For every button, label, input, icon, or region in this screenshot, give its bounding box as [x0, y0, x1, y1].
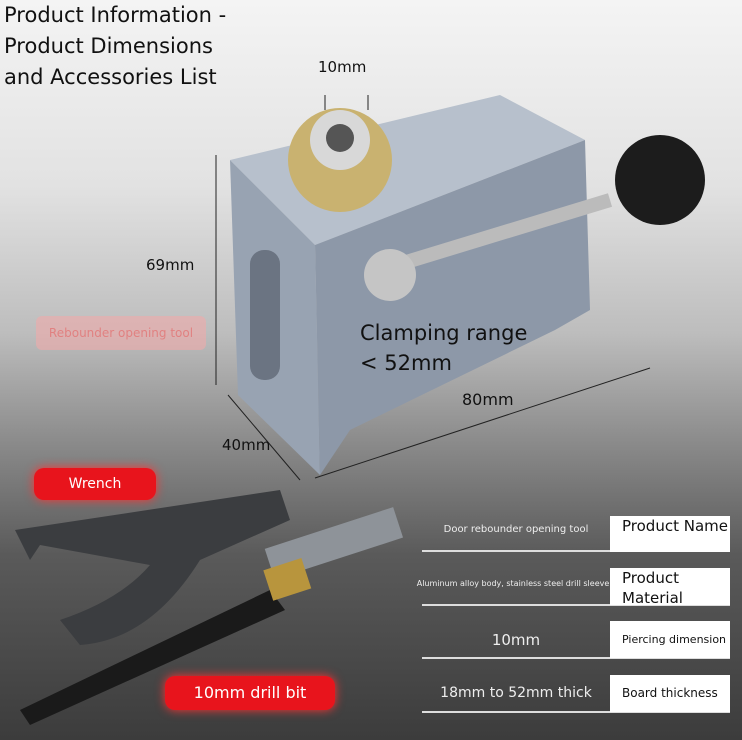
- spec-value: 18mm to 52mm thick: [440, 685, 592, 701]
- width-dimension: 40mm: [222, 436, 271, 454]
- spec-row: Aluminum alloy body, stainless steel dri…: [417, 568, 730, 608]
- rebounder-label: Rebounder opening tool: [36, 316, 206, 350]
- drill-bit: [20, 590, 285, 725]
- height-dimension: 69mm: [146, 256, 195, 274]
- spec-value: Aluminum alloy body, stainless steel dri…: [416, 579, 610, 588]
- wrench: [15, 490, 290, 645]
- spec-row: 10mm Piercing dimension: [422, 621, 730, 661]
- page-title: Product Information - Product Dimensions…: [4, 3, 227, 89]
- bore-dimension: 10mm: [318, 58, 367, 76]
- jig-top: [230, 95, 585, 245]
- spec-row: 18mm to 52mm thick Board thickness: [422, 675, 730, 715]
- length-dimension: 80mm: [462, 390, 514, 409]
- spec-value: 10mm: [491, 631, 541, 649]
- spec-label: Product Name: [610, 516, 730, 552]
- clamping-range-label: Clamping range: [360, 321, 528, 345]
- spec-label: Board thickness: [610, 675, 730, 712]
- clamping-range: Clamping range < 52mm: [360, 318, 527, 378]
- clamp-knob: [615, 135, 705, 225]
- drill-bit-label: 10mm drill bit: [165, 676, 335, 710]
- clamping-range-value: < 52mm: [360, 351, 452, 375]
- spec-row: Door rebounder opening tool Product Name: [422, 516, 730, 556]
- spec-label: Piercing dimension: [610, 621, 730, 658]
- spec-label: Product Material: [610, 568, 730, 607]
- spec-value: Door rebounder opening tool: [443, 524, 589, 535]
- wrench-label: Wrench: [34, 468, 156, 500]
